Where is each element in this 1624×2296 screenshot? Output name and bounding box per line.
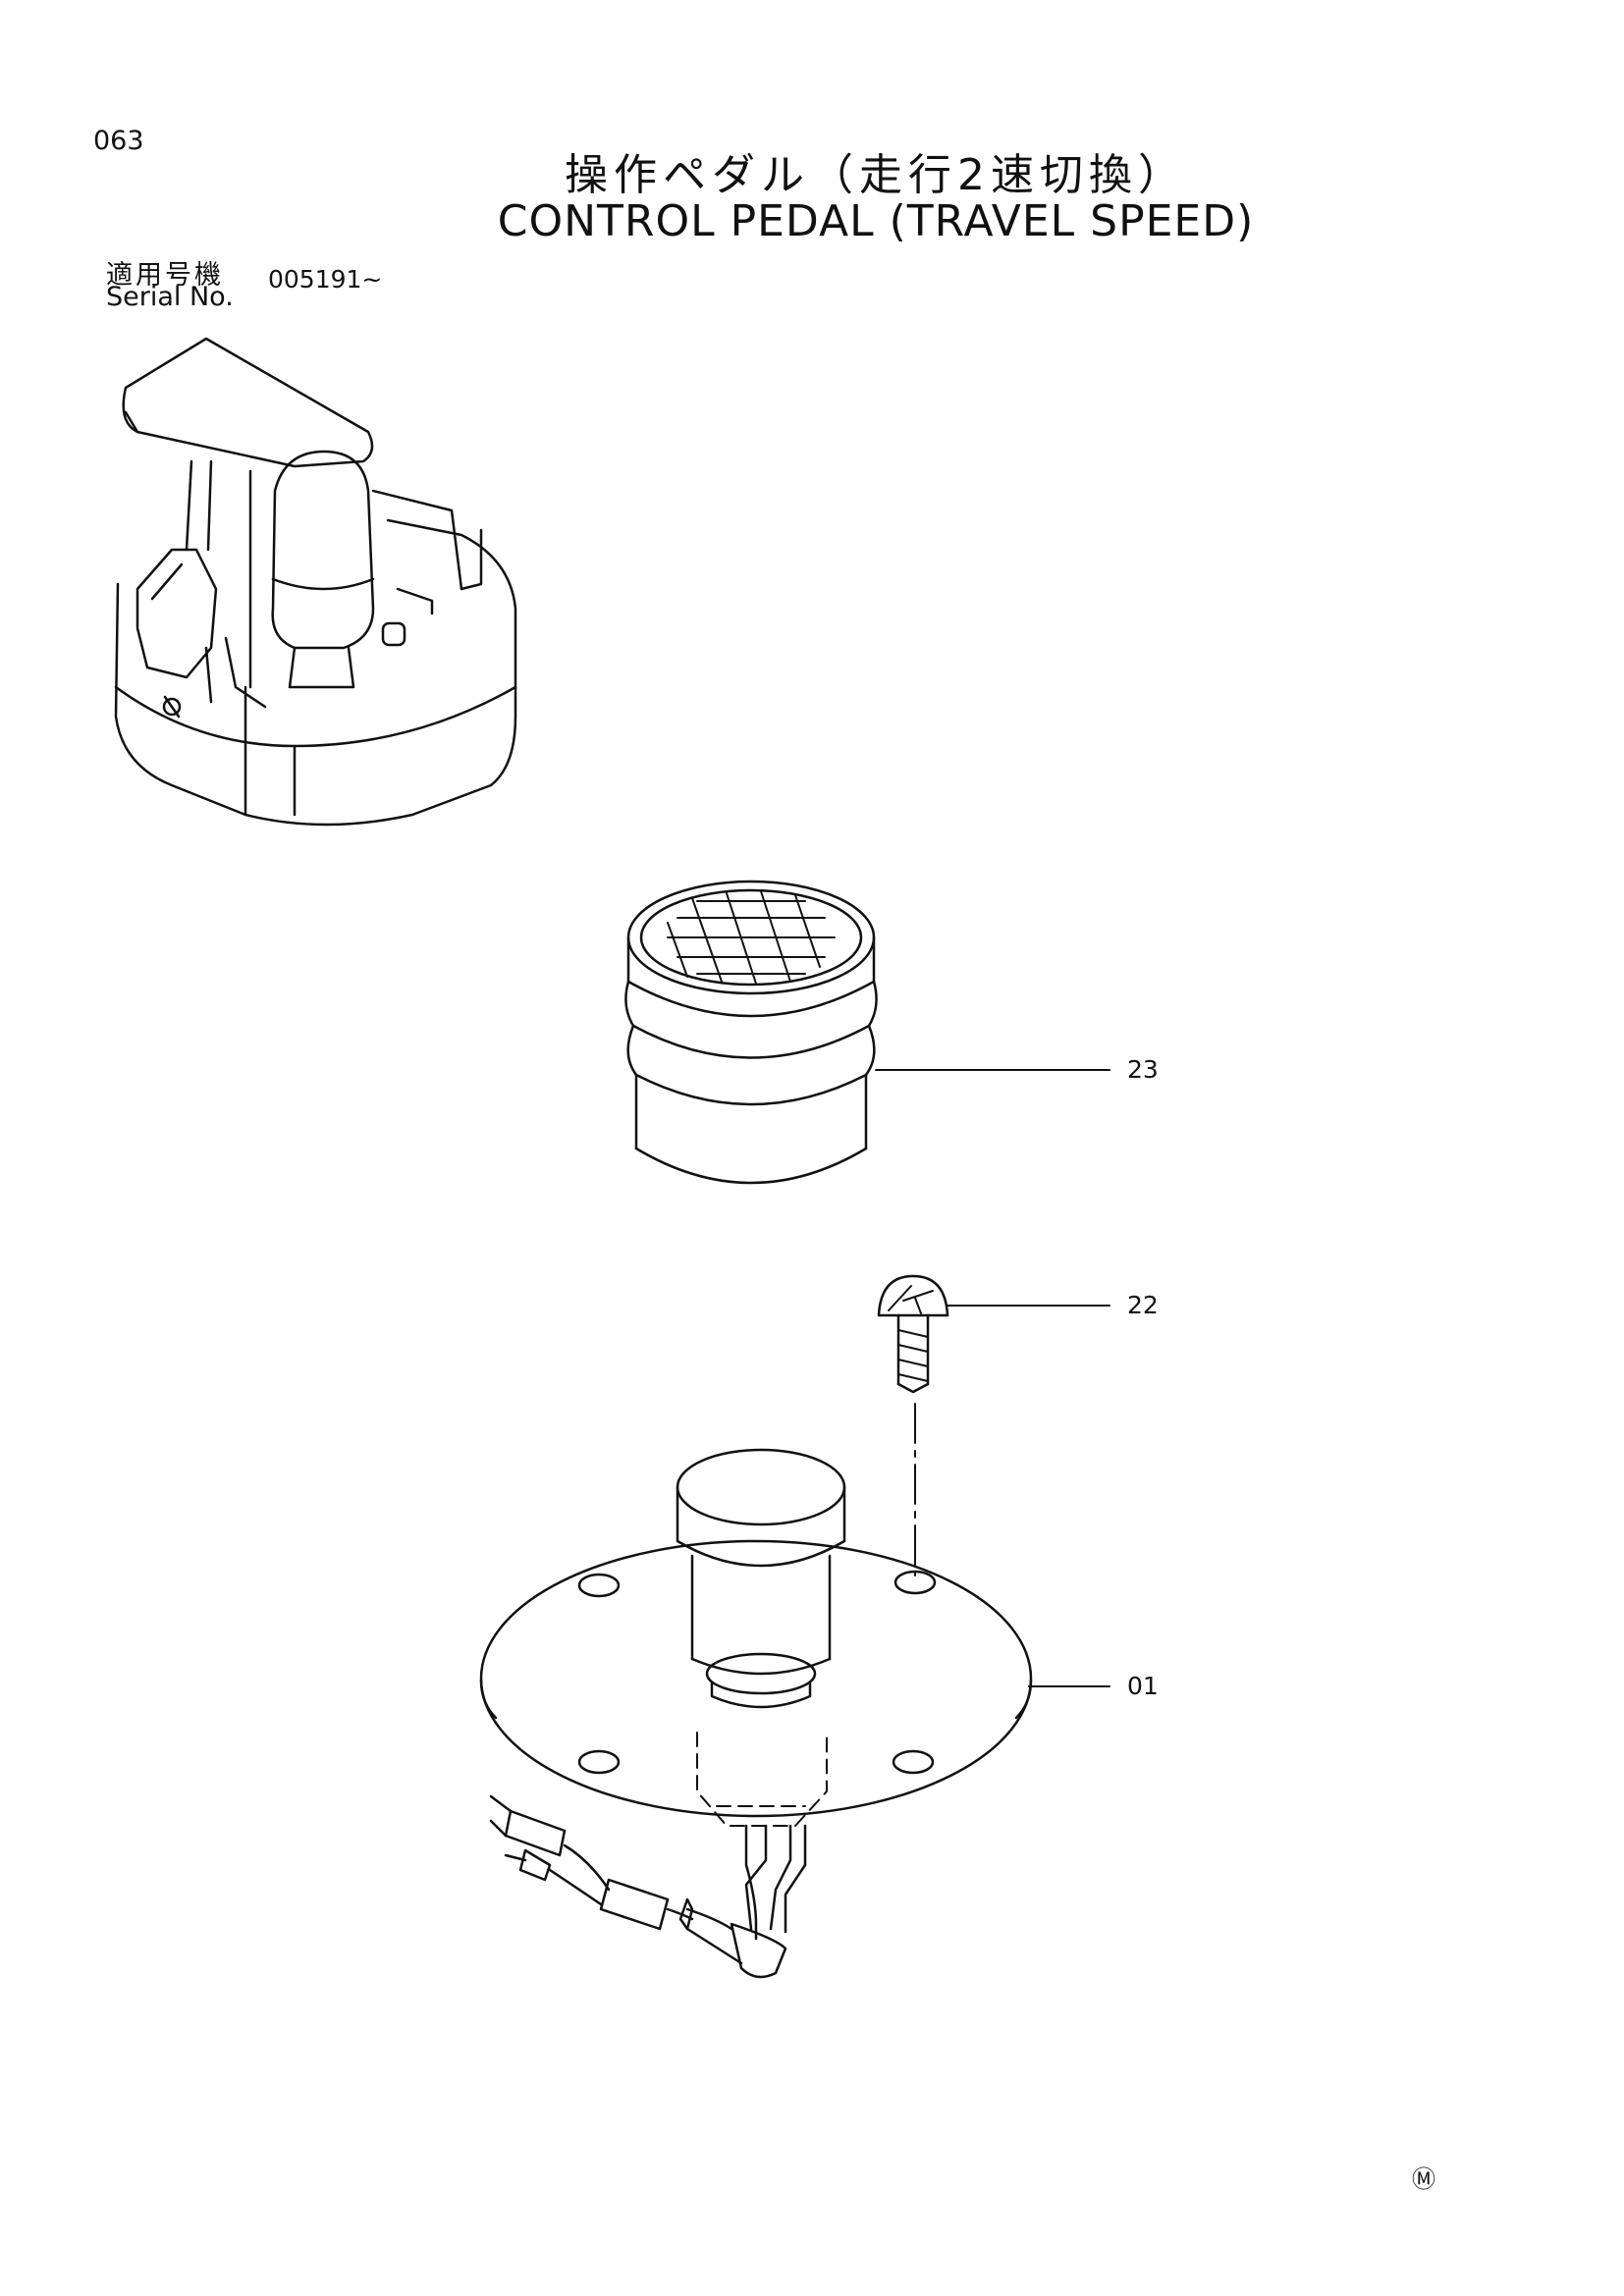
part-23-pedal-cover	[624, 880, 1110, 1185]
manufacturer-mark: Ⓜ	[1412, 2165, 1435, 2193]
cab-overview-illustration	[114, 337, 517, 827]
callout-22: 22	[1127, 1291, 1159, 1319]
serial-label-en: Serial No.	[106, 282, 234, 312]
page-title-jp: 操作ペダル（走行2速切換）	[565, 150, 1187, 200]
page-number: 063	[93, 126, 144, 156]
serial-label-jp: 適用号機	[106, 260, 224, 291]
serial-value: 005191~	[268, 265, 383, 294]
callout-01: 01	[1127, 1672, 1159, 1700]
part-01-pedal-switch	[479, 1448, 1110, 1979]
page-title-en: CONTROL PEDAL (TRAVEL SPEED)	[497, 196, 1255, 246]
part-22-screw	[877, 1274, 1110, 1576]
callout-23: 23	[1127, 1055, 1159, 1084]
